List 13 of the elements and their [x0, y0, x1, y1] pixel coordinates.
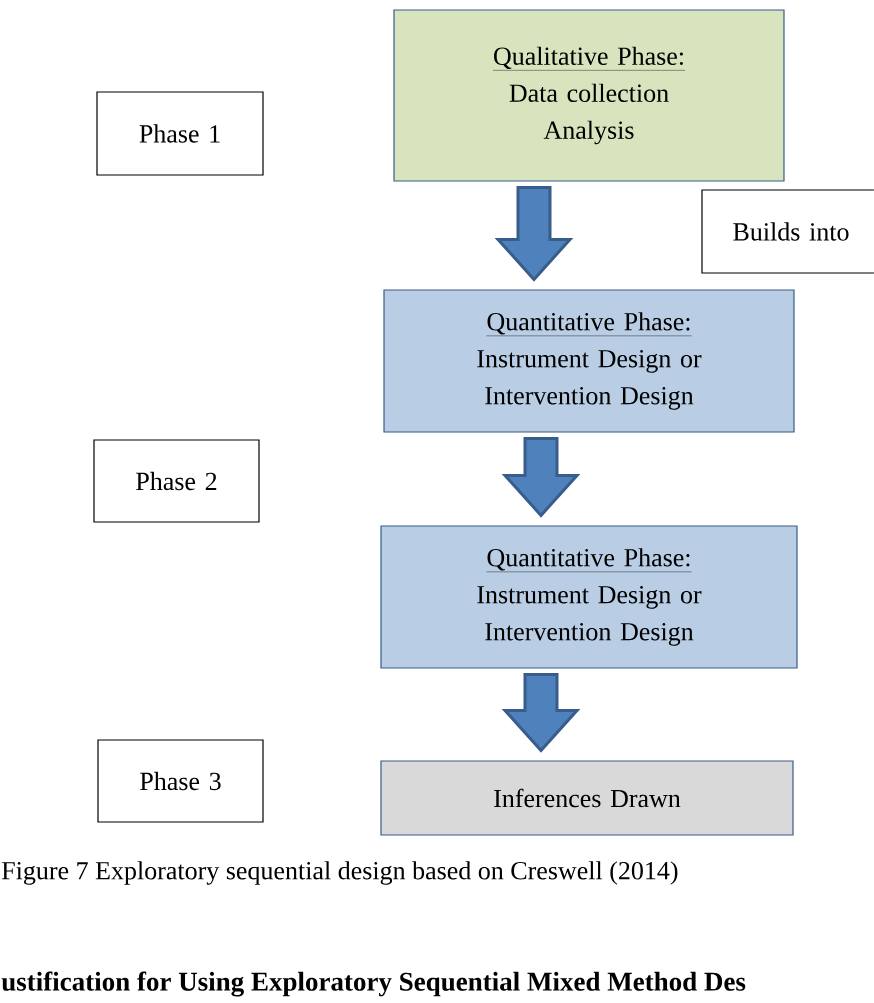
phase-box: Phase 3: [97, 739, 264, 823]
block-arrow: [494, 186, 574, 282]
section-heading: ustification for Using Exploratory Sequential Mixed Method Des: [1, 971, 746, 997]
phase-box: Inferences Drawn: [380, 760, 794, 836]
phase-box: Quantitative Phase: Instrument Design or Intervention Design: [383, 289, 795, 433]
note-box: Builds into: [701, 189, 874, 274]
phase-box: Phase 2: [93, 439, 260, 523]
phase-box: Qualitative Phase: Data collection Analysis: [393, 9, 785, 182]
block-arrow: [501, 437, 581, 518]
block-arrow: [501, 673, 581, 753]
phase-box: Quantitative Phase: Instrument Design or Intervention Design: [380, 525, 798, 669]
caption: Figure 7 Exploratory sequential design based on Creswell (2014): [1, 861, 678, 885]
phase-box: Phase 1: [96, 91, 264, 176]
